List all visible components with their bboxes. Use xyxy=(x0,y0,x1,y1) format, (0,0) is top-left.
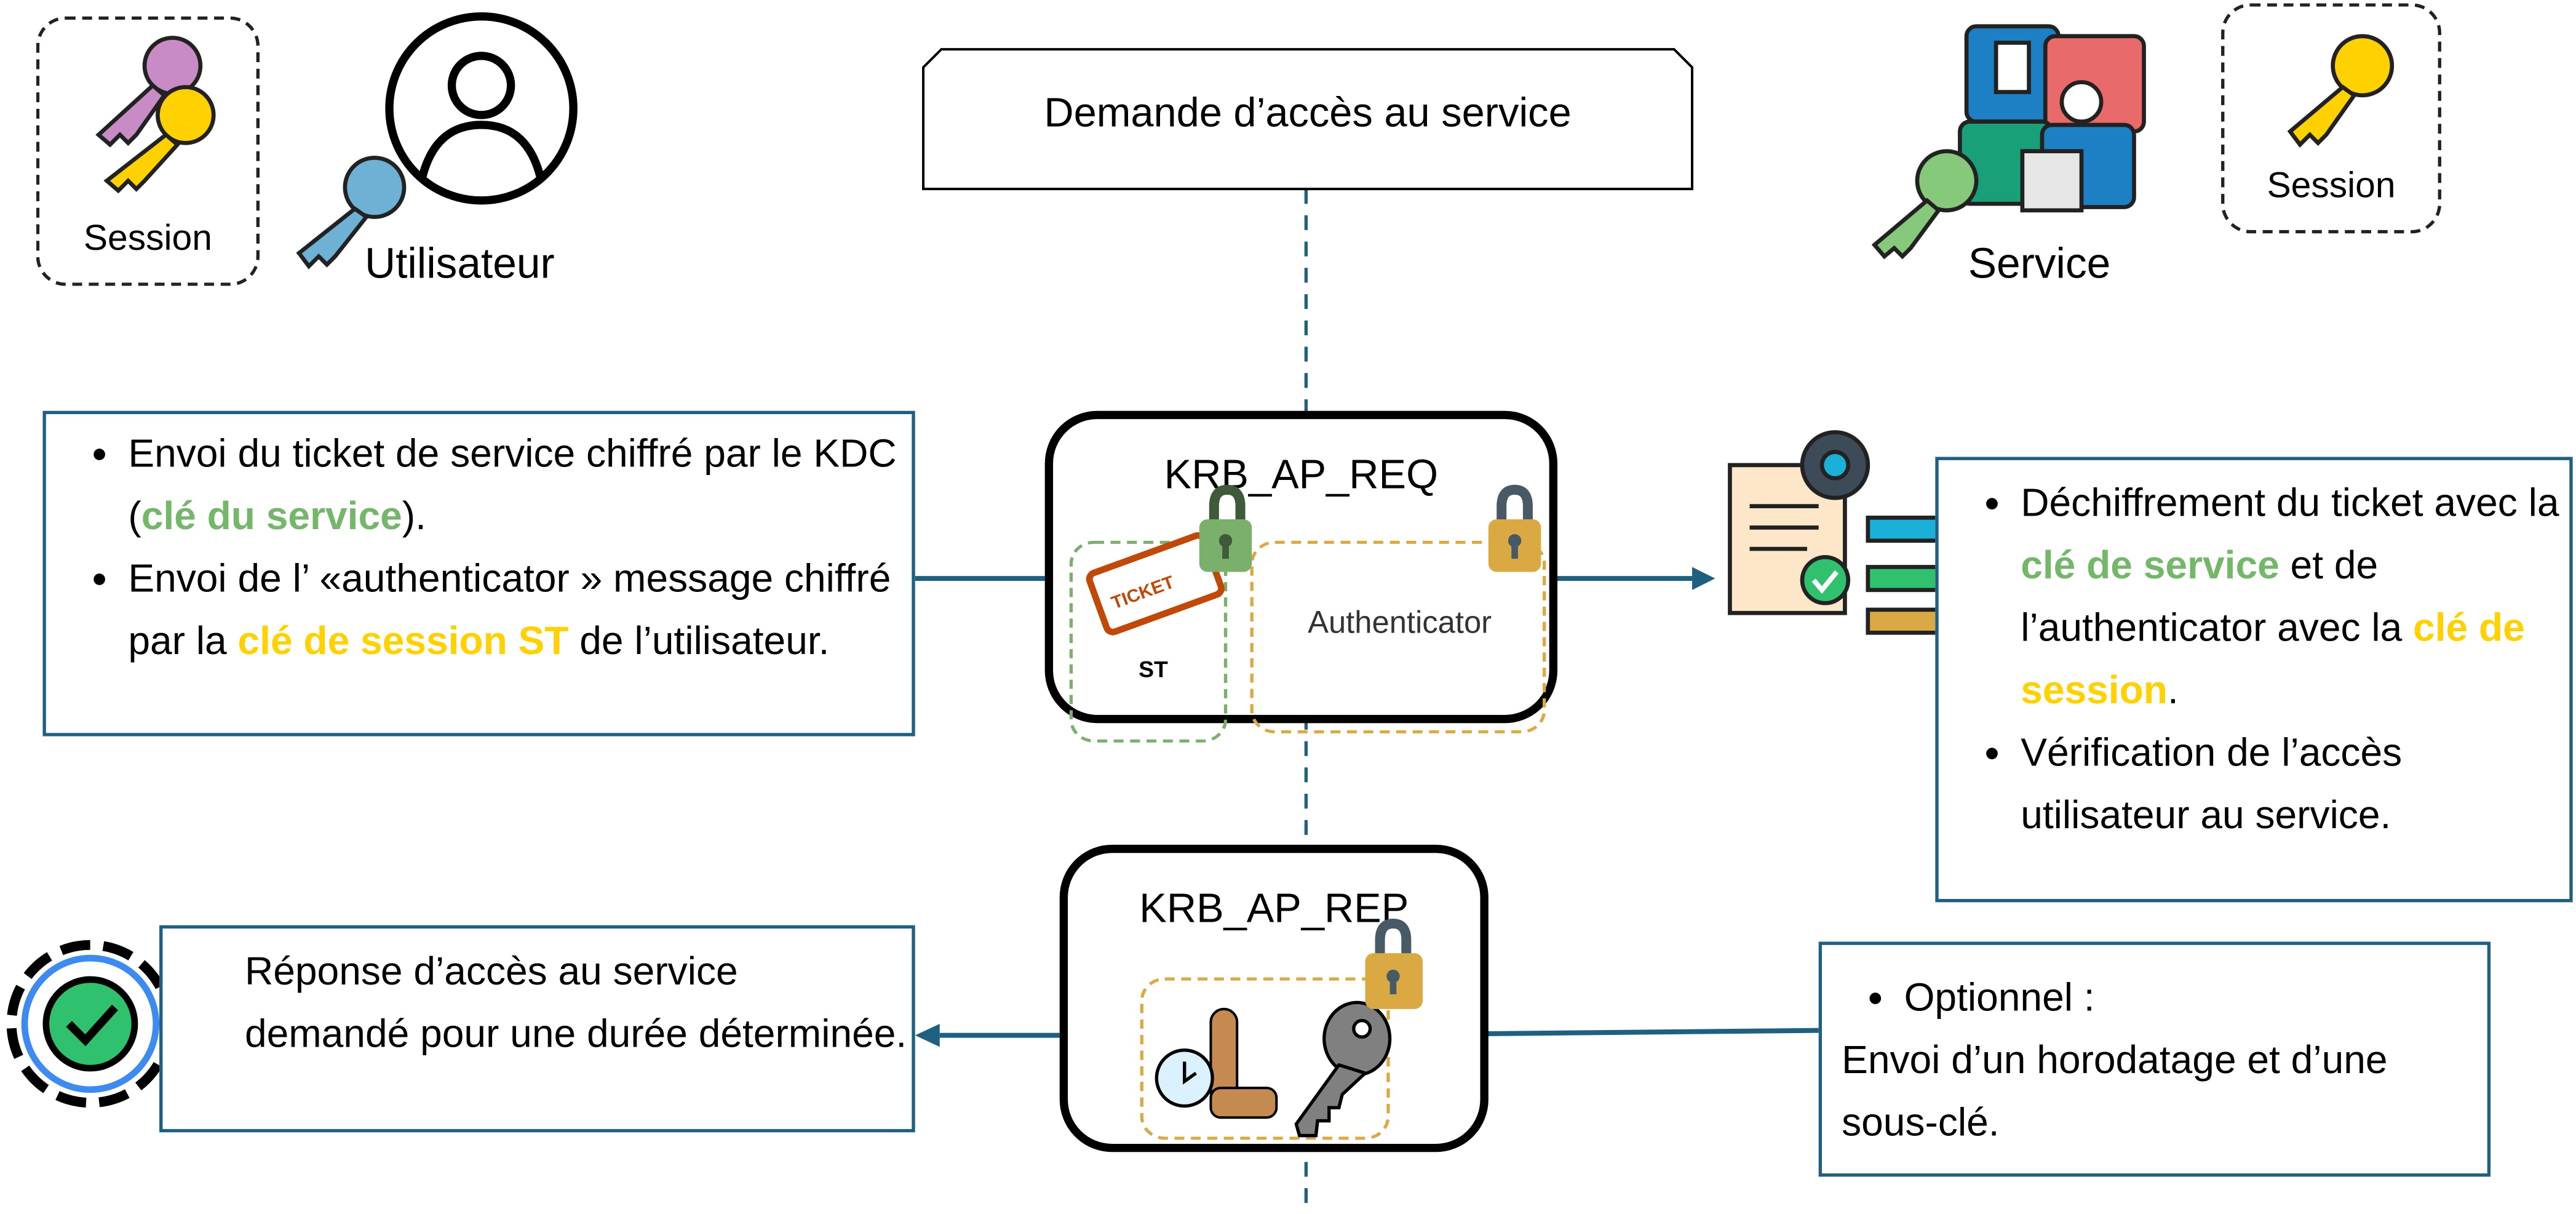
request-item-authenticator: Envoi de l’ «authenticator » message chi… xyxy=(128,549,912,674)
authenticator-label: Authenticator xyxy=(1308,604,1492,639)
title-frame xyxy=(922,48,1694,191)
reply-optional-text: Envoi d’un horodatage et d’une sous-clé. xyxy=(1842,1039,2388,1146)
ticket-label: ST xyxy=(1139,656,1168,682)
request-item-ticket: Envoi du ticket de service chiffré par l… xyxy=(128,424,912,549)
session-keys-icon xyxy=(95,36,216,194)
user-key-icon xyxy=(296,156,407,270)
access-granted-gear-icon xyxy=(6,940,175,1108)
reply-result-text: Réponse d’accès au service demandé pour … xyxy=(244,949,907,1057)
page-title: Demande d’accès au service xyxy=(1044,90,1572,137)
reply-session-lock-icon xyxy=(1365,919,1423,1009)
service-session-label: Session xyxy=(2267,164,2396,206)
service-check-box: Déchiffrement du ticket avec la clé de s… xyxy=(1935,457,2573,903)
krb-ap-req-contents: TICKET ST Authenticator xyxy=(1069,484,1546,743)
session-key-lock-icon xyxy=(1488,484,1541,572)
user-session-box xyxy=(36,16,260,286)
user-label: Utilisateur xyxy=(364,238,555,288)
service-session-key-icon xyxy=(2287,34,2395,148)
krb-ap-req-title: KRB_AP_REQ xyxy=(1164,452,1439,498)
user-avatar-icon xyxy=(385,12,578,205)
document-gear-check-icon xyxy=(1728,430,1946,635)
service-apps-icon xyxy=(1871,24,2146,260)
krb-ap-rep-contents xyxy=(1140,919,1423,1140)
reply-optional-title: Optionnel : xyxy=(1904,968,2487,1030)
reply-result-box: Réponse d’accès au service demandé pour … xyxy=(159,925,915,1133)
timestamp-icon xyxy=(1155,1007,1278,1119)
service-check-item-verify: Vérification de l’accès utilisateur au s… xyxy=(2021,723,2559,848)
service-session-box xyxy=(2221,3,2441,234)
reply-optional-box: Optionnel : Envoi d’un horodatage et d’u… xyxy=(1818,941,2491,1177)
user-session-label: Session xyxy=(83,217,212,258)
krb-ap-rep-title: KRB_AP_REP xyxy=(1139,885,1409,932)
service-key-lock-icon xyxy=(1199,484,1252,572)
request-description-box: Envoi du ticket de service chiffré par l… xyxy=(42,410,915,737)
ticket-icon: TICKET xyxy=(1086,532,1225,636)
service-label: Service xyxy=(1968,238,2111,288)
subkey-icon xyxy=(1294,1000,1392,1138)
service-check-item-decrypt: Déchiffrement du ticket avec la clé de s… xyxy=(2021,473,2559,723)
